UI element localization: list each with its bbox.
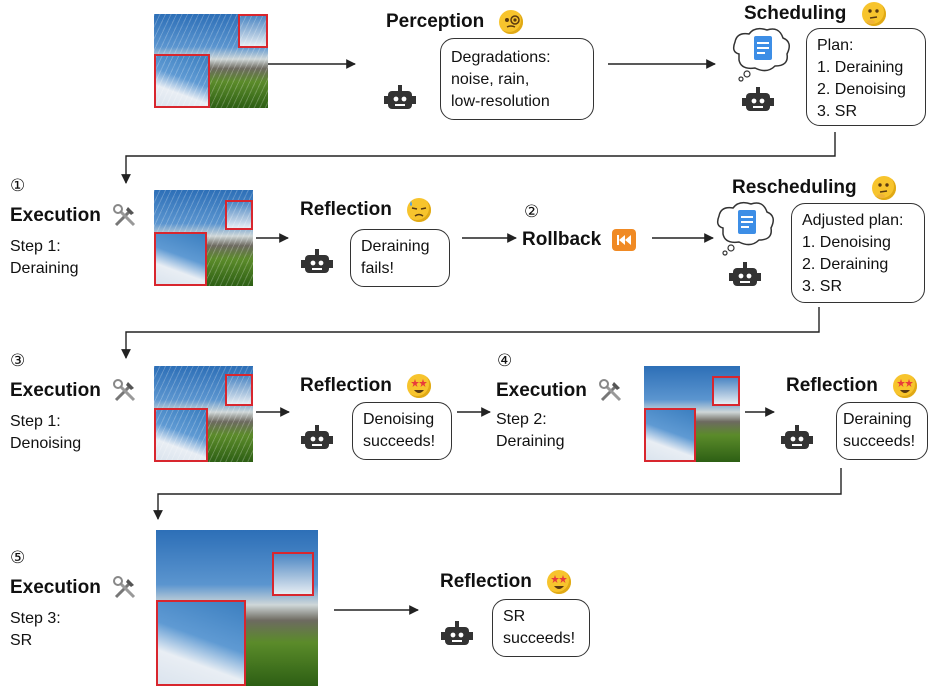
arrow-scheduling-to-execution1 bbox=[121, 132, 836, 184]
star-struck-face-icon bbox=[893, 374, 918, 398]
reflection-bubble: SR succeeds! bbox=[492, 599, 590, 657]
reflection-bubble: Denoising succeeds! bbox=[352, 402, 452, 460]
thinking-face-icon bbox=[871, 176, 896, 200]
rollback-title: Rollback bbox=[522, 229, 637, 251]
star-struck-face-icon bbox=[407, 374, 432, 398]
reflection-title: Reflection bbox=[786, 374, 918, 398]
reflection-title: Reflection bbox=[300, 374, 432, 398]
hammer-wrench-icon bbox=[113, 204, 136, 227]
star-struck-face-icon bbox=[547, 570, 572, 594]
reflection-title: Reflection bbox=[440, 570, 572, 594]
perception-title: Perception bbox=[386, 10, 524, 34]
step1-deraining-image bbox=[154, 190, 253, 286]
plan-document-icon bbox=[713, 198, 779, 261]
monocle-face-icon bbox=[499, 10, 524, 34]
robot-icon bbox=[301, 249, 333, 273]
rescheduling-bubble: Adjusted plan: 1. Denoising 2. Deraining… bbox=[791, 203, 925, 303]
execution-step-label: Step 1: Denoising bbox=[10, 413, 82, 452]
perception-bubble: Degradations: noise, rain, low-resolutio… bbox=[440, 38, 594, 120]
plan-document-icon bbox=[729, 24, 795, 87]
step-number-5: ⑤ bbox=[10, 548, 26, 567]
robot-icon bbox=[384, 85, 416, 109]
reflection-bubble: Deraining succeeds! bbox=[836, 402, 928, 460]
scheduling-bubble: Plan: 1. Deraining 2. Denoising 3. SR bbox=[806, 28, 926, 126]
execution-title: Execution bbox=[10, 575, 138, 601]
input-image bbox=[154, 14, 268, 108]
step3-sr-image bbox=[156, 530, 318, 686]
step2-deraining-image bbox=[644, 366, 740, 462]
rewind-icon bbox=[612, 229, 637, 251]
arrow-reflection-to-execution5 bbox=[153, 468, 842, 520]
robot-icon bbox=[441, 621, 473, 645]
scheduling-title: Scheduling bbox=[744, 2, 886, 26]
robot-icon bbox=[742, 87, 774, 111]
hammer-wrench-icon bbox=[113, 576, 136, 599]
step-number-2: ② bbox=[524, 202, 540, 221]
hammer-wrench-icon bbox=[599, 379, 622, 402]
step-number-3: ③ bbox=[10, 351, 26, 370]
step-number-1: ① bbox=[10, 176, 26, 195]
execution-title: Execution bbox=[496, 378, 624, 404]
arrow-rescheduling-to-execution3 bbox=[121, 307, 820, 359]
robot-icon bbox=[729, 262, 761, 286]
execution-title: Execution bbox=[10, 378, 138, 404]
thinking-face-icon bbox=[861, 2, 886, 26]
robot-icon bbox=[301, 425, 333, 449]
downcast-sweat-face-icon bbox=[407, 198, 432, 222]
step1-denoising-image bbox=[154, 366, 253, 462]
step-number-4: ④ bbox=[497, 351, 513, 370]
reflection-title: Reflection bbox=[300, 198, 432, 222]
reflection-bubble: Deraining fails! bbox=[350, 229, 450, 287]
execution-title: Execution bbox=[10, 203, 138, 229]
hammer-wrench-icon bbox=[113, 379, 136, 402]
execution-step-label: Step 1: Deraining bbox=[10, 238, 79, 277]
rescheduling-title: Rescheduling bbox=[732, 176, 896, 200]
robot-icon bbox=[781, 425, 813, 449]
execution-step-label: Step 2: Deraining bbox=[496, 411, 565, 450]
execution-step-label: Step 3: SR bbox=[10, 610, 61, 649]
